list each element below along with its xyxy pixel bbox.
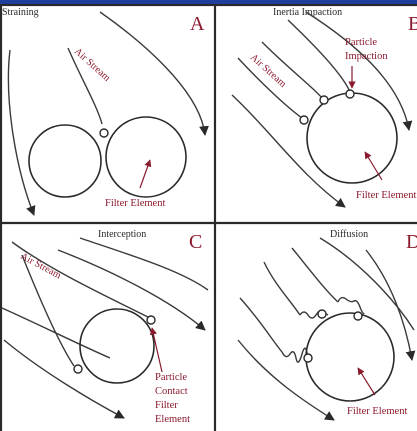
panel-a-streamline-3 — [99, 11, 209, 136]
panel-a-filter-element-label: Filter Element — [105, 198, 165, 209]
panel-c-streamline-1 — [11, 241, 151, 319]
panel-c-streamline-4 — [79, 237, 209, 291]
panel-interception: Interception C Air Stream Particle Conta… — [1, 229, 209, 425]
panel-a-streamline-1 — [7, 49, 36, 216]
panel-inertia-impaction: Inertia Impaction B Air Stream Particle … — [231, 7, 417, 208]
panel-d-filter-element-label: Filter Element — [347, 406, 407, 417]
panel-c-particle-label-2: Contact — [155, 386, 188, 397]
panel-c-streamline-3 — [57, 249, 206, 331]
panel-d-streamline-4 — [239, 297, 283, 353]
panel-d-brownian-path-2 — [337, 296, 365, 315]
panel-a-filter-element-left — [28, 124, 102, 198]
panel-b-particle-label-1: Particle — [345, 37, 377, 48]
panel-d-particle-2 — [353, 311, 363, 321]
panel-b-streamline-1 — [287, 19, 351, 93]
panel-c-filter-element — [79, 308, 155, 384]
panel-c-streamline-6 — [3, 339, 125, 419]
panel-c-particle-label-4: Element — [155, 414, 190, 425]
panel-d-particle-1 — [317, 309, 327, 319]
panel-b-filter-element-label: Filter Element — [356, 190, 416, 201]
panel-a-letter: A — [190, 13, 205, 35]
panel-d-streamline-2 — [291, 247, 339, 303]
panel-c-letter: C — [189, 231, 202, 253]
panel-d-streamline-6 — [365, 249, 416, 361]
panel-c-particle-label-3: Filter — [155, 400, 178, 411]
panel-b-particle-1 — [345, 89, 355, 99]
panel-d-filter-element — [305, 312, 395, 402]
panel-b-letter: B — [408, 13, 417, 35]
panel-b-particle-2 — [319, 95, 329, 105]
panel-c-particle-label-1: Particle — [155, 372, 187, 383]
panel-c-air-stream-label: Air Stream — [19, 251, 63, 282]
panel-b-streamline-4 — [231, 94, 346, 208]
panel-d-particle-3 — [303, 353, 313, 363]
panel-a-pointer-arrow — [139, 159, 152, 189]
top-bar — [0, 0, 417, 4]
panel-d-streamline-3 — [319, 237, 415, 331]
panel-c-title: Interception — [98, 229, 146, 240]
panel-a-streamline-2 — [67, 47, 103, 125]
panel-d-element-pointer — [357, 367, 376, 396]
panel-c-streamline-5 — [1, 307, 111, 359]
panel-c-particle-1 — [146, 315, 156, 325]
panel-a-air-stream-label: Air Stream — [72, 46, 112, 84]
panel-d-brownian-path-3 — [281, 347, 309, 363]
panel-a-filter-element-right — [105, 116, 187, 198]
panel-a-particle — [99, 128, 109, 138]
panel-d-streamline-5 — [237, 339, 335, 421]
panel-b-particle-label-2: Impaction — [345, 51, 388, 62]
panel-b-air-stream-label: Air Stream — [248, 52, 288, 90]
figure-border — [0, 3, 417, 431]
panel-d-streamline-1 — [263, 261, 301, 316]
panel-d-title: Diffusion — [330, 229, 368, 240]
panel-d-letter: D — [406, 231, 417, 253]
panel-c-particle-2 — [73, 364, 83, 374]
panel-straining: Straining A Air Stream Filter Element — [2, 7, 209, 216]
panel-c-streamline-2 — [21, 254, 75, 367]
panel-b-streamline-3 — [237, 57, 303, 119]
panel-b-element-pointer — [364, 151, 383, 181]
panel-b-streamline-2 — [261, 41, 323, 99]
panel-b-particle-3 — [299, 115, 309, 125]
panel-a-title: Straining — [2, 7, 39, 18]
panel-c-particle-pointer — [149, 327, 163, 373]
panel-diffusion: Diffusion D Filter Element — [237, 229, 417, 421]
panel-b-streamline-5 — [305, 11, 413, 131]
panel-b-filter-element — [306, 92, 398, 184]
